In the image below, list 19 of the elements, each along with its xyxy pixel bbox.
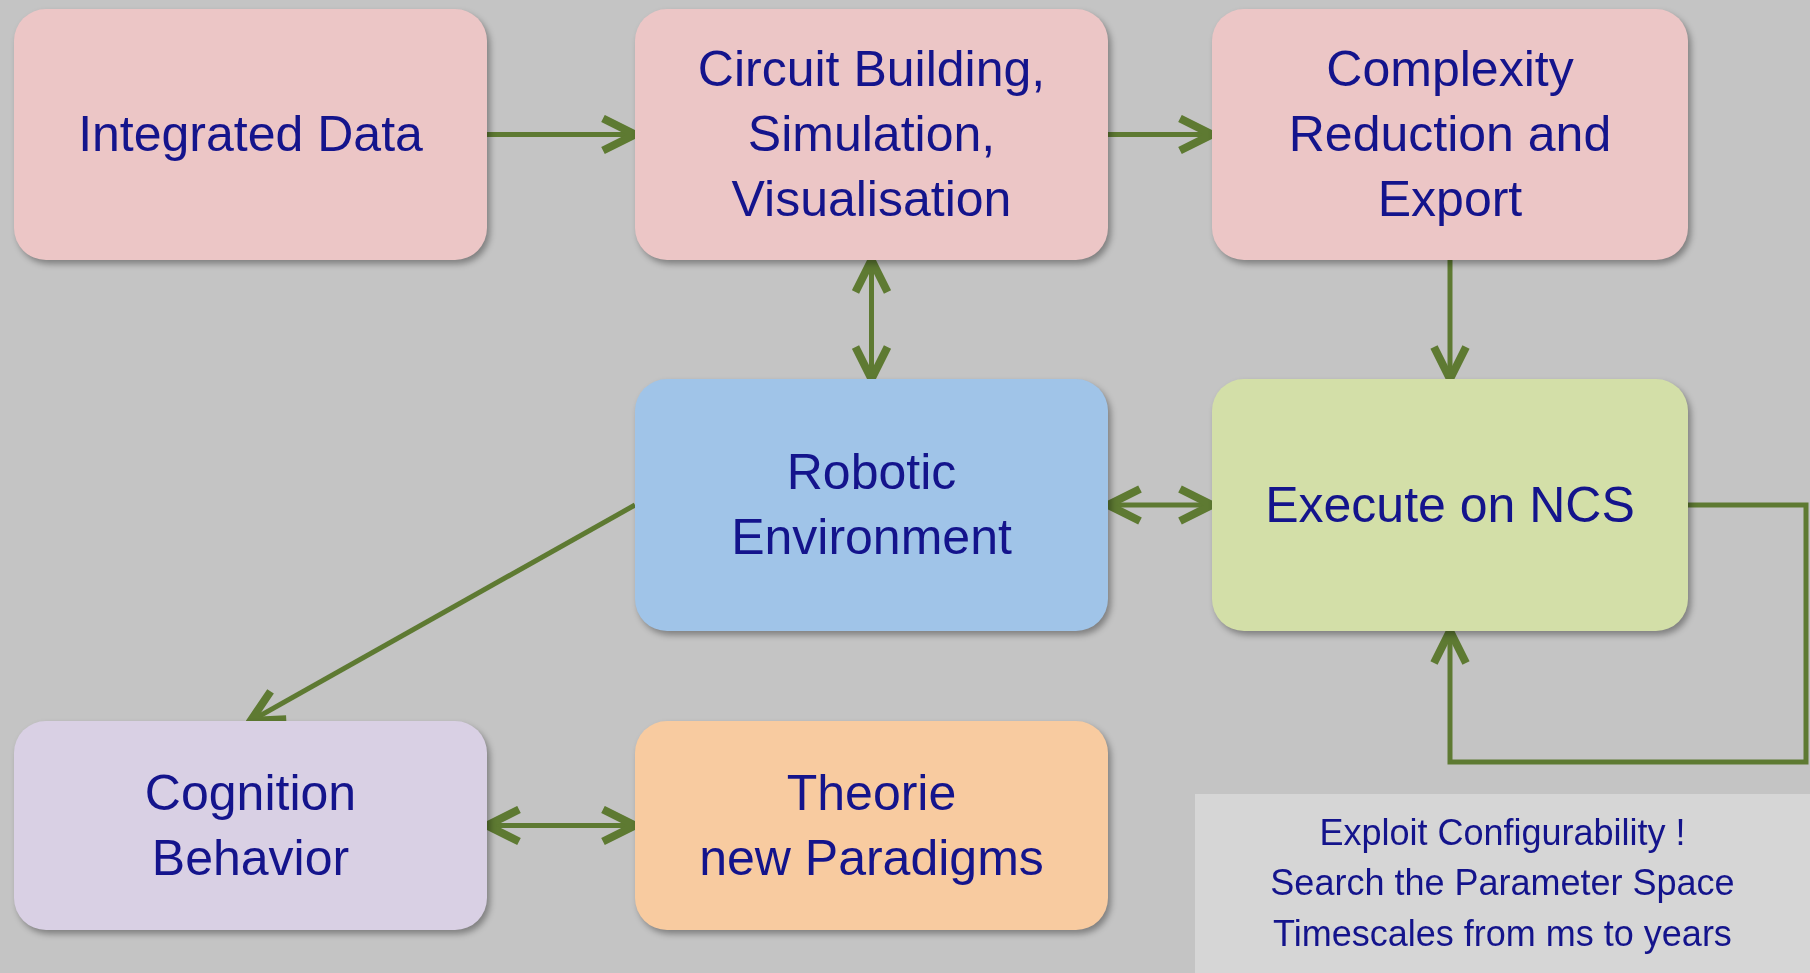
- arrow: [1430, 502, 1809, 765]
- box-text: Cognition Behavior: [143, 763, 358, 888]
- box-text: new Paradigms: [699, 828, 1044, 888]
- box-text: Timescales from ms to years: [1273, 911, 1732, 956]
- process-box: [635, 721, 1108, 930]
- process-box: [635, 9, 1108, 260]
- process-box: [14, 721, 487, 930]
- box-text: Complexity Reduction and Export: [1287, 40, 1613, 229]
- process-box: [1212, 9, 1688, 260]
- process-box: [14, 9, 487, 260]
- box-text: Search the Parameter Space: [1270, 861, 1735, 906]
- box-text: Robotic Environment: [730, 443, 1013, 567]
- box-text: Exploit Configurability !: [1319, 810, 1686, 855]
- process-box: [635, 379, 1108, 631]
- box-text: Theorie: [786, 763, 957, 823]
- box-text: Execute on NCS: [1265, 475, 1635, 535]
- box-text: Integrated Data: [78, 105, 423, 164]
- process-box: [1212, 379, 1688, 631]
- box-text: Circuit Building, Simulation, Visualisation: [696, 40, 1047, 229]
